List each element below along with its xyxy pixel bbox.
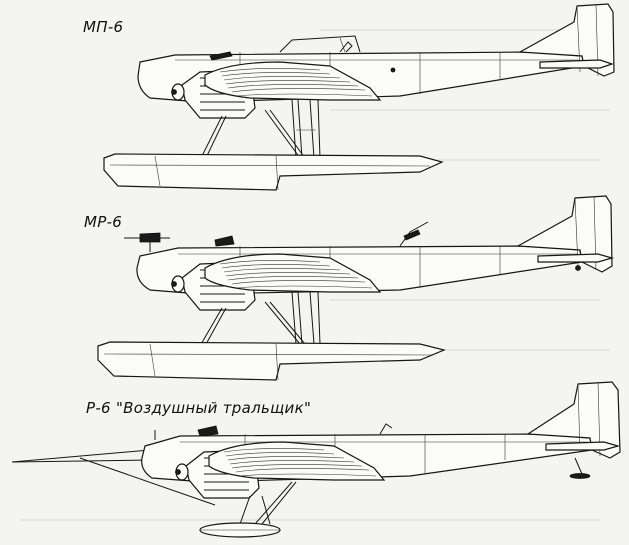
aircraft-r6 <box>11 381 621 538</box>
background-texture <box>20 29 610 521</box>
aircraft-mp6 <box>103 3 615 191</box>
nacelle-ribs-mr6 <box>219 260 373 289</box>
aircraft-mr6 <box>97 195 615 381</box>
caption-r6: Р-6 "Воздушный тральщик" <box>86 399 312 417</box>
caption-mp6: МП-6 <box>83 18 124 36</box>
float-struts-mp6 <box>199 99 321 161</box>
float-struts-mr6 <box>199 291 321 347</box>
caption-mr6: МР-6 <box>84 213 123 231</box>
nacelle-ribs-mp6 <box>219 68 373 97</box>
landing-gear-r6 <box>199 481 297 538</box>
nacelle-ribs-r6 <box>223 448 377 477</box>
